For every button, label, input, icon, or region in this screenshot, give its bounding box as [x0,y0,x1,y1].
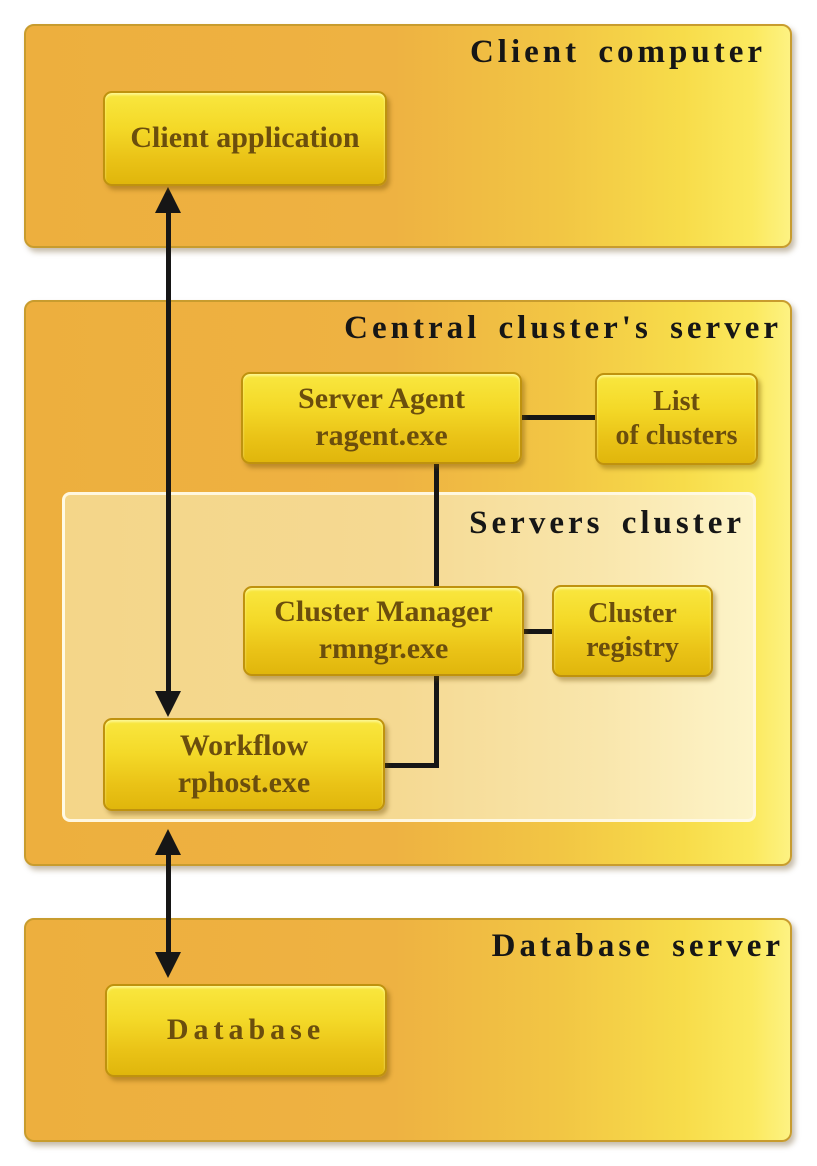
arrow-up-icon [155,829,181,855]
arrow-down-icon [155,691,181,717]
connector-server-agent-to-list-of-clusters [521,415,597,420]
node-label: Workflow [179,728,309,762]
node-sublabel: registry [586,632,679,663]
connector-cluster-manager-to-workflow-horizontal [385,763,439,768]
node-sublabel: of clusters [615,420,738,451]
panel-title-central-clusters-server: Central cluster's server [344,310,782,346]
node-sublabel: rphost.exe [177,765,311,799]
connector-cluster-manager-to-workflow-vertical [434,675,439,767]
connector-server-agent-to-cluster-manager [434,464,439,587]
node-cluster-manager: Cluster Manager rmngr.exe [243,586,524,676]
node-label: Cluster [588,597,677,629]
connector-cluster-manager-to-cluster-registry [524,629,554,634]
panel-title-client-computer: Client computer [469,34,766,70]
node-database: Database [105,984,387,1077]
node-label: Client application [130,121,360,155]
panel-title-database-server: Database server [491,928,784,964]
arrow-client-application-to-workflow [166,210,171,696]
node-sublabel: ragent.exe [315,419,448,452]
arrow-workflow-to-database [166,852,171,954]
panel-title-servers-cluster: Servers cluster [469,505,745,541]
node-client-application: Client application [103,91,387,186]
node-server-agent: Server Agent ragent.exe [241,372,522,464]
node-label: Cluster Manager [274,595,493,629]
node-label: Server Agent [298,382,465,416]
node-label: List [653,385,700,417]
node-sublabel: rmngr.exe [318,632,449,665]
arrow-up-icon [155,187,181,213]
node-label: Database [166,1013,326,1047]
node-cluster-registry: Cluster registry [552,585,713,677]
node-list-of-clusters: List of clusters [595,373,758,465]
arrow-down-icon [155,952,181,978]
node-workflow: Workflow rphost.exe [103,718,385,811]
